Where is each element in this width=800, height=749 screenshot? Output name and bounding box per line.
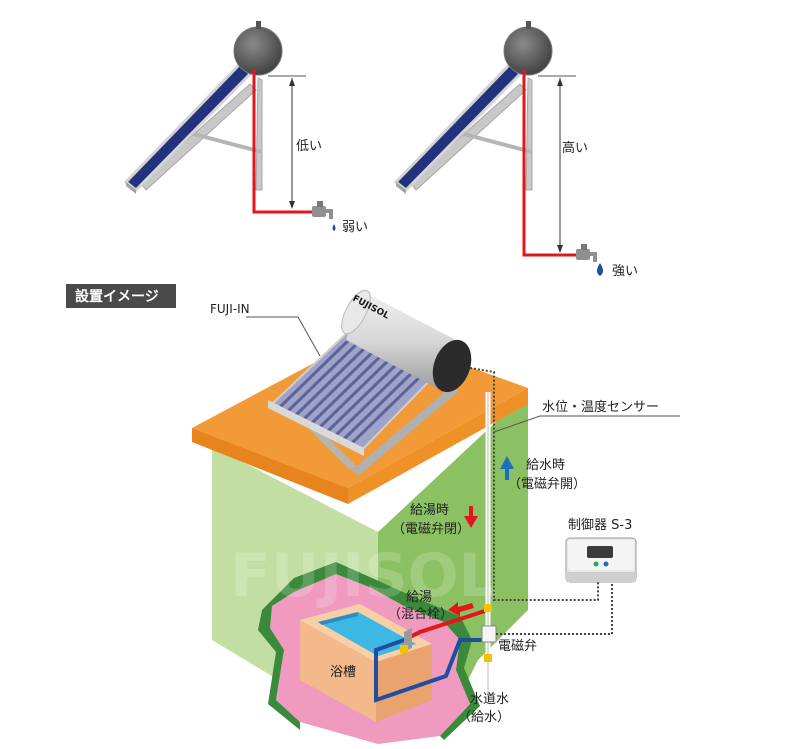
top-left-diagram: 低い 弱い — [123, 21, 368, 235]
height-label-high: 高い — [562, 140, 588, 156]
label-solenoid-valve: 電磁弁 — [498, 639, 537, 654]
water-drop-icon — [597, 263, 603, 276]
storage-tank — [503, 26, 553, 76]
solenoid-valve — [481, 625, 497, 643]
label-heater: FUJI-IN — [210, 302, 250, 316]
height-label-low: 低い — [296, 139, 322, 154]
label-hot-time: 給湯時 — [410, 503, 449, 518]
watermark: FUJISOL — [230, 541, 497, 611]
controller-unit — [565, 537, 637, 583]
arrow-left-icon — [448, 602, 474, 616]
label-mixer: （混合栓） — [388, 607, 453, 622]
hot-pipe — [522, 70, 576, 257]
label-supply-valve-open: （電磁弁開） — [508, 477, 586, 492]
arrow-up-icon — [500, 456, 514, 480]
controller-display — [587, 546, 613, 558]
label-hot-water: 給湯 — [406, 590, 432, 605]
solar-panel — [393, 61, 523, 193]
solar-heater-unit: FUJISOL — [268, 289, 472, 476]
tank-end-cap — [432, 339, 472, 393]
label-bathtub: 浴槽 — [330, 665, 356, 680]
storage-tank — [233, 26, 283, 76]
label-water-supply: （給水） — [458, 710, 510, 725]
section-title-box — [66, 284, 176, 308]
label-sensor: 水位・温度センサー — [542, 399, 659, 415]
controller-button-blue — [603, 561, 609, 567]
sensor-cable — [469, 367, 599, 601]
faucet-icon — [312, 201, 333, 219]
label-controller: 制御器 S-3 — [568, 518, 632, 533]
hot-pipe — [252, 70, 312, 214]
label-hot-valve-closed: （電磁弁閉） — [392, 522, 470, 537]
top-right-diagram: 高い 強い — [393, 21, 638, 279]
label-supply-time: 給水時 — [526, 458, 565, 473]
faucet-icon — [576, 244, 597, 262]
pressure-label-strong: 強い — [612, 264, 638, 279]
pressure-label-weak: 弱い — [342, 220, 368, 235]
label-tap-water: 水道水 — [470, 692, 509, 707]
controller-button-green — [593, 561, 599, 567]
section-title: 設置イメージ — [75, 288, 159, 305]
arrow-down-icon — [464, 506, 478, 528]
valve-cable — [496, 580, 613, 635]
solar-panel — [123, 61, 253, 193]
water-drop-icon — [332, 224, 336, 231]
